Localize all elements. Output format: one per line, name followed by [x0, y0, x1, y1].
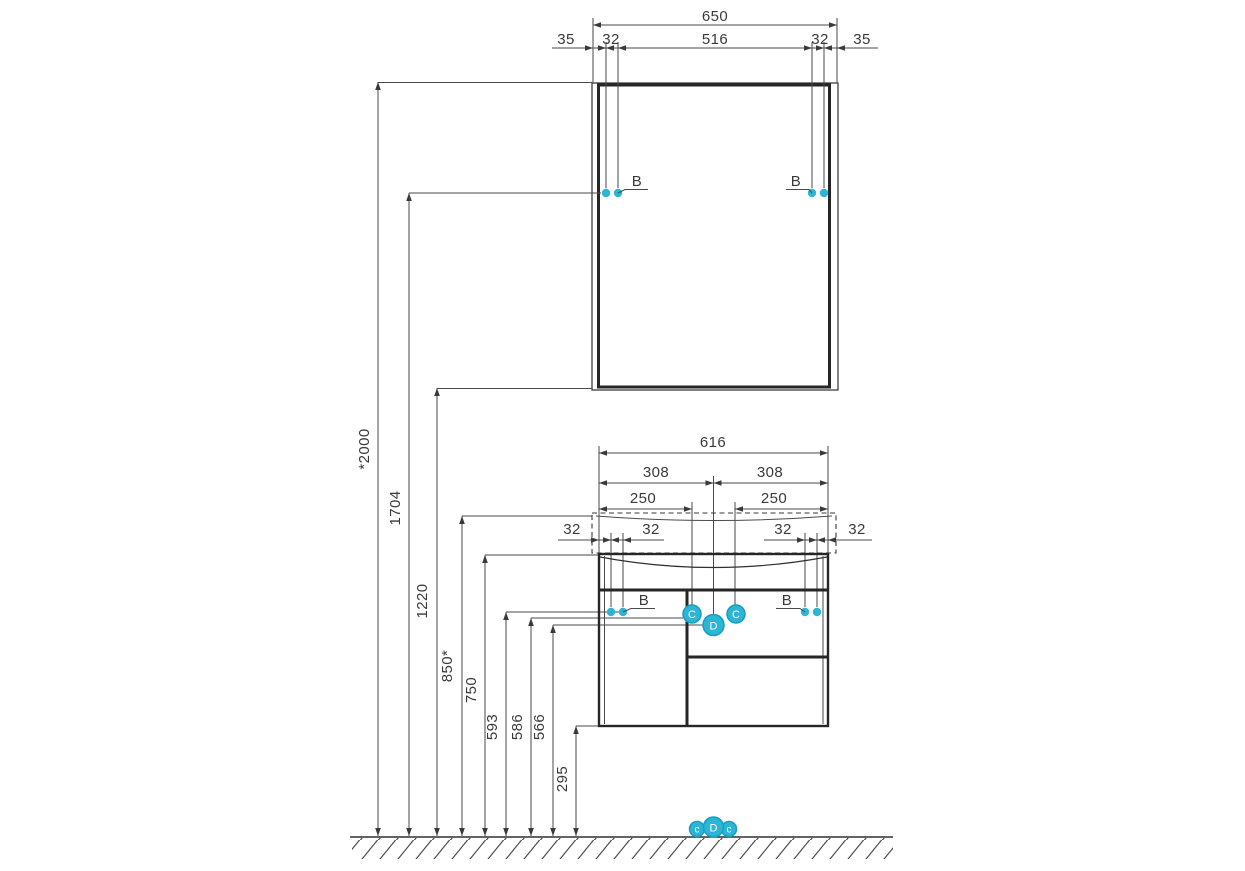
marker-circle-C-left — [682, 604, 702, 624]
dim-label-650: 650 — [702, 8, 728, 25]
washbasin-rim-curve — [595, 515, 833, 521]
mounting-hole-dot — [812, 607, 822, 617]
height-label-850: 850* — [439, 650, 456, 682]
floor-markers: c c D — [688, 816, 738, 838]
dim-label-35-left: 35 — [557, 31, 575, 48]
dim-label-250-right: 250 — [761, 490, 787, 507]
dim-label-35-right: 35 — [853, 31, 871, 48]
floor-marker-letter-D-center: D — [710, 823, 718, 835]
vanity-mounting-points: B B C C D — [606, 592, 822, 637]
dim-label-32-outer-left: 32 — [563, 521, 581, 538]
leader-line — [786, 189, 813, 194]
marker-circle-D-center — [702, 613, 725, 637]
leader-line — [776, 608, 806, 613]
dim-label-250-left: 250 — [630, 490, 656, 507]
dim-label-32-inner-left: 32 — [642, 521, 660, 538]
vanity-cabinet — [597, 552, 830, 728]
hole-label-B: B — [632, 173, 642, 190]
hole-label-B: B — [782, 592, 792, 609]
floor-marker-letter-c-left: c — [695, 825, 700, 836]
hole-label-B: B — [639, 592, 649, 609]
mirror-cabinet-door-frame — [597, 83, 831, 389]
washbasin — [591, 512, 837, 569]
floor — [350, 836, 893, 859]
height-label-1704: 1704 — [387, 491, 404, 526]
dim-label-32-left: 32 — [602, 31, 620, 48]
marker-letter-D-center: D — [710, 621, 718, 633]
height-label-586: 586 — [509, 714, 526, 740]
vanity-cabinet-outline — [597, 552, 830, 728]
mounting-hole-dot — [606, 607, 616, 617]
leader-line — [622, 608, 655, 613]
marker-letter-C-right: C — [732, 609, 740, 621]
height-label-295: 295 — [554, 766, 571, 792]
mirror-cabinet-outer-outline — [591, 82, 839, 391]
floor-marker-circle-D-center — [702, 816, 725, 838]
floor-marker-letter-c-right: c — [727, 825, 732, 836]
leader-line — [617, 189, 648, 194]
dim-label-308-left: 308 — [643, 464, 669, 481]
dim-label-616: 616 — [700, 434, 726, 451]
mirror-cabinet — [591, 82, 839, 391]
dim-label-32-right: 32 — [811, 31, 829, 48]
mirror-mounting-holes: B B — [601, 173, 829, 198]
dim-label-32-inner-right: 32 — [774, 521, 792, 538]
dim-label-516: 516 — [702, 31, 728, 48]
marker-circle-C-right — [726, 604, 746, 624]
dim-label-32-outer-right: 32 — [848, 521, 866, 538]
height-label-750: 750 — [463, 677, 480, 703]
vanity-width-dimensions: 616 308 308 250 250 32 32 32 32 — [558, 434, 872, 615]
floor-hatching — [352, 838, 893, 859]
mirror-width-dimensions: 650 35 32 516 32 35 — [552, 8, 878, 188]
height-label-566: 566 — [531, 714, 548, 740]
height-label-2000: *2000 — [356, 428, 373, 469]
mounting-hole-dot — [601, 188, 611, 198]
height-dimensions: *2000 1704 1220 850* 750 593 586 — [356, 82, 703, 836]
height-label-1220: 1220 — [414, 584, 431, 619]
height-label-593: 593 — [484, 714, 501, 740]
washbasin-front-curve — [599, 556, 828, 569]
hole-label-B: B — [791, 173, 801, 190]
marker-letter-C-left: C — [688, 609, 696, 621]
dim-label-308-right: 308 — [757, 464, 783, 481]
washbasin-outline — [591, 512, 837, 554]
mounting-hole-dot — [819, 188, 829, 198]
